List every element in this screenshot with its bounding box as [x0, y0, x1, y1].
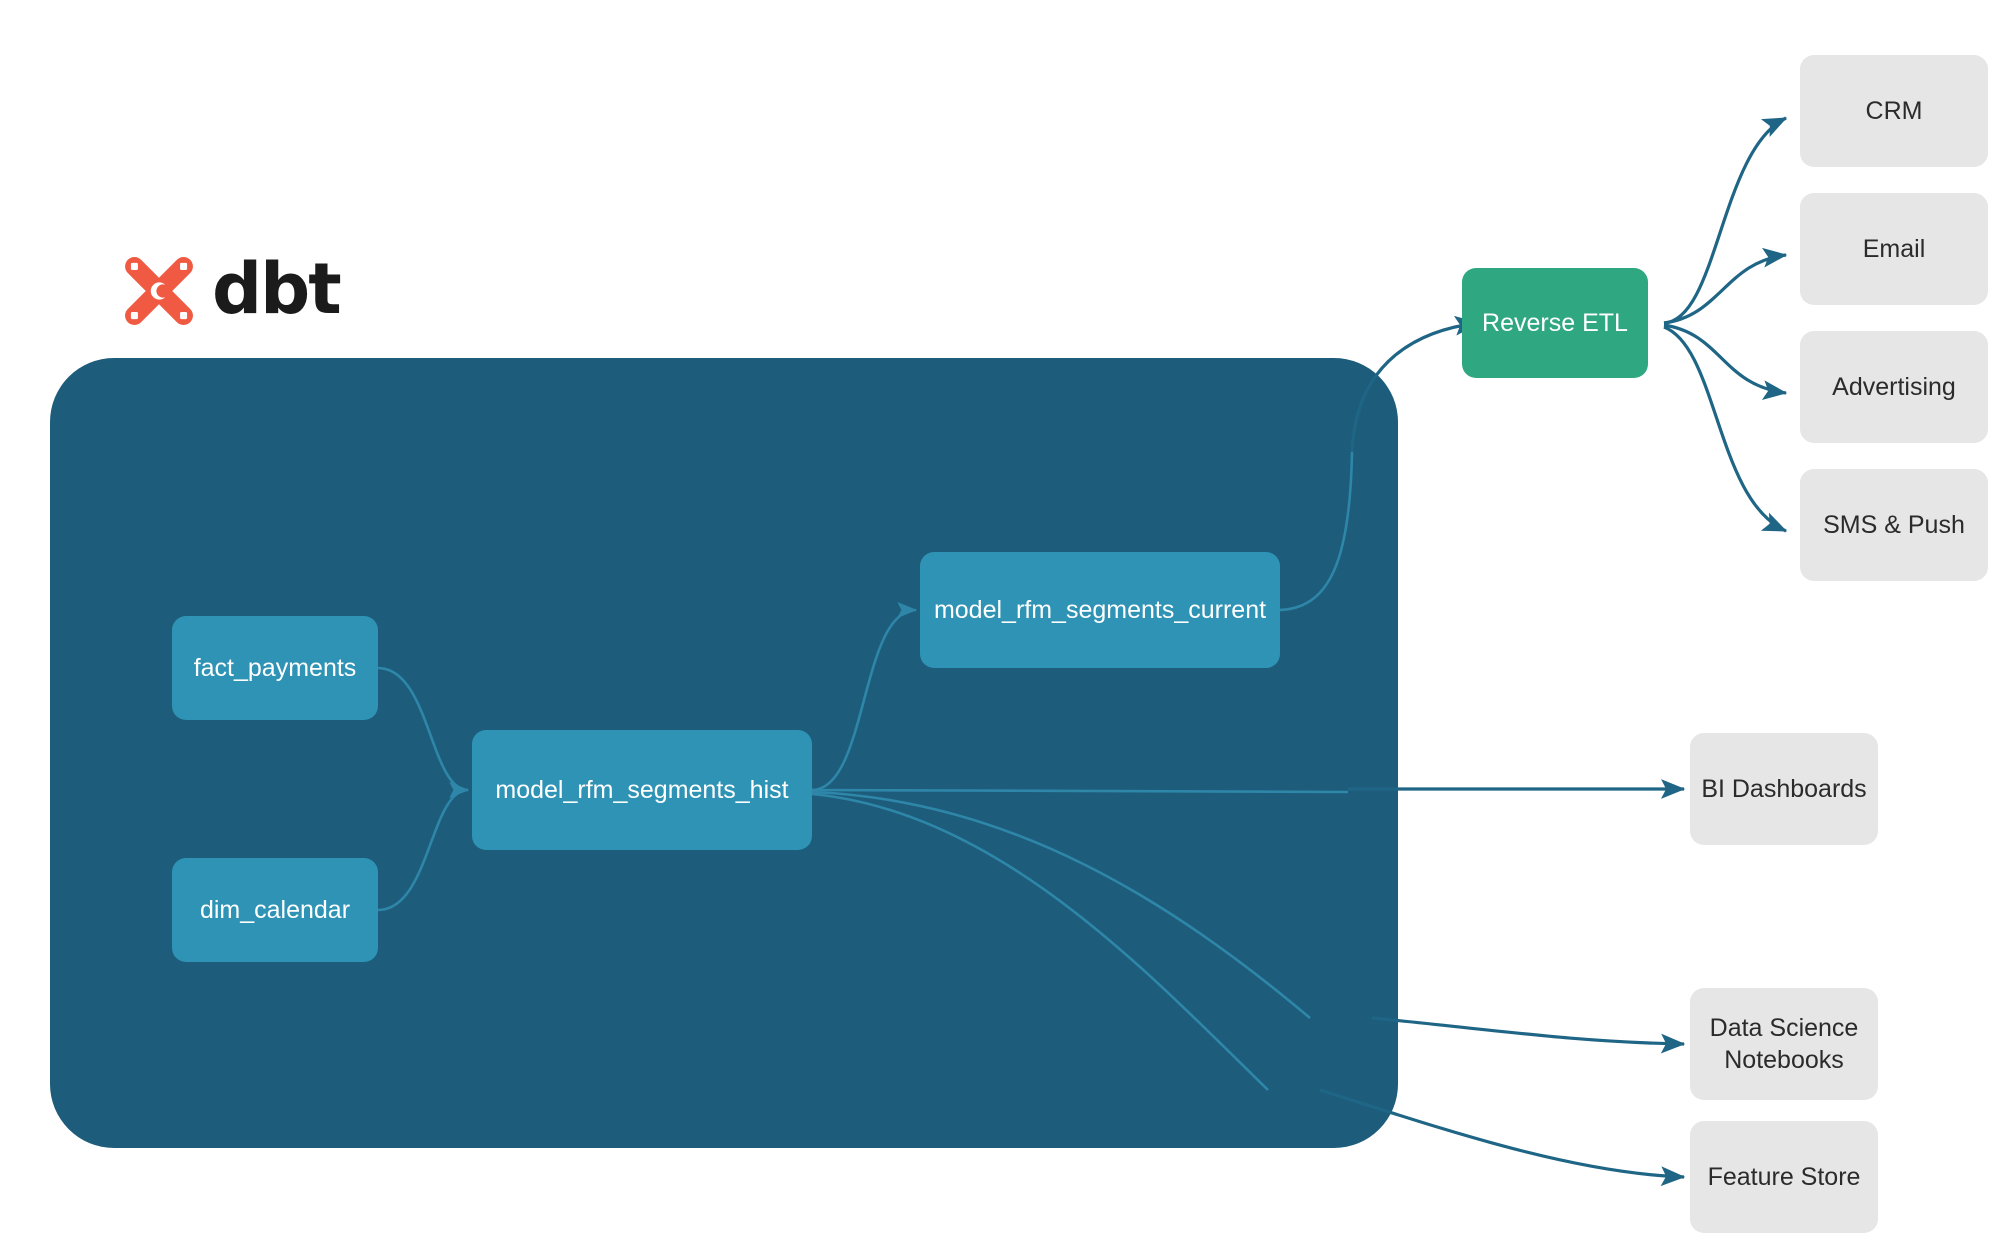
- node-label: SMS & Push: [1823, 511, 1965, 539]
- node-label: Feature Store: [1707, 1163, 1861, 1191]
- edge-to-data-science-notebooks: [1371, 1016, 1686, 1054]
- edge-reverse-etl-to-advertising: [1663, 323, 1788, 400]
- node-crm[interactable]: CRM: [1800, 55, 1988, 167]
- node-label-line-1: Data Science: [1709, 1014, 1859, 1042]
- node-feature-store[interactable]: Feature Store: [1690, 1121, 1878, 1233]
- node-model-rfm-segments-current[interactable]: model_rfm_segments_current: [920, 552, 1280, 668]
- node-label: BI Dashboards: [1701, 775, 1867, 803]
- node-label: CRM: [1865, 97, 1923, 125]
- node-label: fact_payments: [193, 653, 357, 682]
- node-reverse-etl[interactable]: Reverse ETL: [1462, 268, 1648, 378]
- node-email[interactable]: Email: [1800, 193, 1988, 305]
- node-label: Reverse ETL: [1482, 308, 1628, 337]
- node-data-science-notebooks[interactable]: Data Science Notebooks: [1690, 988, 1878, 1100]
- dbt-logo: dbt: [120, 248, 342, 330]
- node-sms-push[interactable]: SMS & Push: [1800, 469, 1988, 581]
- node-label: model_rfm_segments_hist: [495, 775, 789, 804]
- edge-reverse-etl-to-sms-push: [1663, 325, 1788, 533]
- dbt-logo-icon: [125, 257, 193, 325]
- node-label-line-2: Notebooks: [1724, 1046, 1844, 1074]
- node-advertising[interactable]: Advertising: [1800, 331, 1988, 443]
- dbt-wordmark: dbt: [212, 248, 342, 330]
- node-label: Advertising: [1832, 373, 1956, 401]
- node-label: Email: [1862, 235, 1926, 263]
- node-fact-payments[interactable]: fact_payments: [172, 616, 378, 720]
- node-label: model_rfm_segments_current: [933, 595, 1267, 624]
- edge-reverse-etl-to-email: [1663, 247, 1788, 325]
- node-dim-calendar[interactable]: dim_calendar: [172, 858, 378, 962]
- edge-reverse-etl-to-crm: [1663, 116, 1788, 325]
- node-model-rfm-segments-hist[interactable]: model_rfm_segments_hist: [472, 730, 812, 850]
- node-label: dim_calendar: [199, 895, 351, 924]
- node-bi-dashboards[interactable]: BI Dashboards: [1690, 733, 1878, 845]
